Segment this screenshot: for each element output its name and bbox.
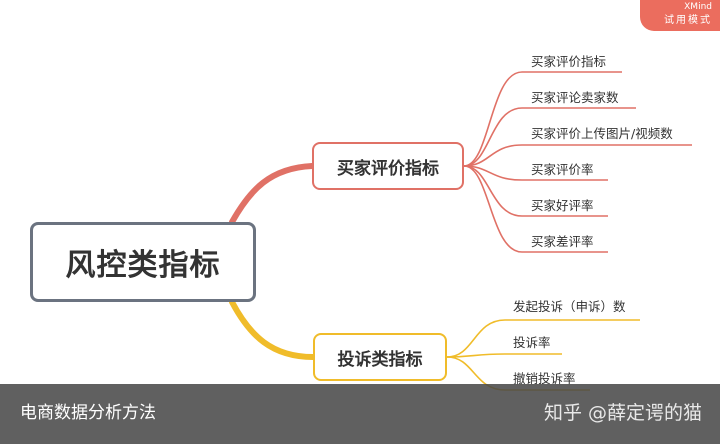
xmind-brand-label: XMind [684,2,712,12]
connector-root-complaint [229,299,316,360]
leaf-buyer-comment-seller-count[interactable]: 买家评论卖家数 [531,90,619,105]
leaf-complaint-cancel-rate[interactable]: 撤销投诉率 [513,371,576,386]
leaf-complaint-rate[interactable]: 投诉率 [513,335,551,350]
caption-bar: 电商数据分析方法 知乎 @薛定谔的猫 [0,384,720,444]
connector-root-buyer [229,163,315,225]
connector-buyer-leaf-2 [463,144,692,167]
connector-buyer-leaf-0 [463,71,622,167]
leaf-buyer-review-media-count[interactable]: 买家评价上传图片/视频数 [531,126,673,141]
watermark: 知乎 @薛定谔的猫 [543,402,702,424]
leaf-buyer-review-index[interactable]: 买家评价指标 [531,54,607,69]
branch-complaint[interactable]: 投诉类指标 [313,333,447,381]
branch-buyer-review[interactable]: 买家评价指标 [312,142,464,190]
caption-title: 电商数据分析方法 [20,403,156,423]
connector-buyer-leaf-3 [463,165,608,181]
connector-buyer-leaf-4 [463,165,608,217]
connector-complaint-leaf-0 [446,319,640,358]
leaf-buyer-review-rate[interactable]: 买家评价率 [531,162,594,177]
leaf-complaint-count[interactable]: 发起投诉（申诉）数 [513,299,626,314]
central-topic[interactable]: 风控类指标 [30,222,256,302]
trial-mode-badge: XMind 试用模式 [640,0,720,31]
connector-buyer-leaf-1 [463,107,636,167]
connector-buyer-leaf-5 [463,165,608,253]
connector-complaint-leaf-1 [446,353,562,358]
trial-mode-label: 试用模式 [664,15,712,26]
leaf-buyer-negative-rate[interactable]: 买家差评率 [531,234,594,249]
leaf-buyer-positive-rate[interactable]: 买家好评率 [531,198,594,213]
